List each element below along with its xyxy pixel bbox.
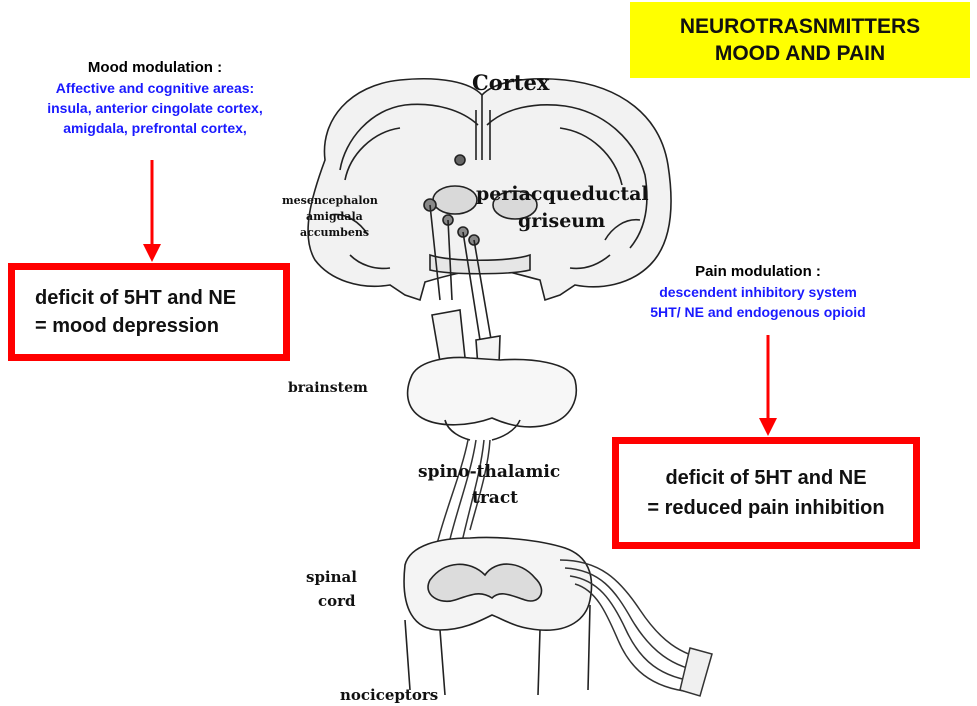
pag-label-2: griseum: [518, 210, 605, 232]
pag-label-1: periacqueductal: [476, 183, 649, 205]
spinal-cord: [404, 537, 591, 695]
mesencephalon-label: mesencephalon: [282, 194, 378, 208]
spinal-label-2: cord: [318, 592, 356, 610]
brainstem-label: brainstem: [288, 380, 368, 396]
mood-box-line-2: = mood depression: [35, 312, 219, 340]
mood-deficit-box: deficit of 5HT and NE = mood depression: [8, 263, 290, 361]
tract-label-2: tract: [472, 488, 518, 508]
mood-box-line-1: deficit of 5HT and NE: [35, 284, 236, 312]
pain-box-line-2: = reduced pain inhibition: [647, 493, 884, 523]
cortex-label: Cortex: [472, 70, 549, 95]
spinal-label-1: spinal: [306, 568, 357, 586]
tract-label-1: spino-thalamic: [418, 462, 560, 482]
pain-arrow: [759, 335, 777, 436]
amigdala-label: amigdala: [306, 210, 363, 223]
nociceptors-label: nociceptors: [340, 686, 438, 704]
accumbens-label: accumbens: [300, 226, 369, 239]
pain-deficit-box: deficit of 5HT and NE = reduced pain inh…: [612, 437, 920, 549]
pain-box-line-1: deficit of 5HT and NE: [665, 463, 866, 493]
brainstem: [408, 358, 577, 440]
mood-arrow: [143, 160, 161, 262]
